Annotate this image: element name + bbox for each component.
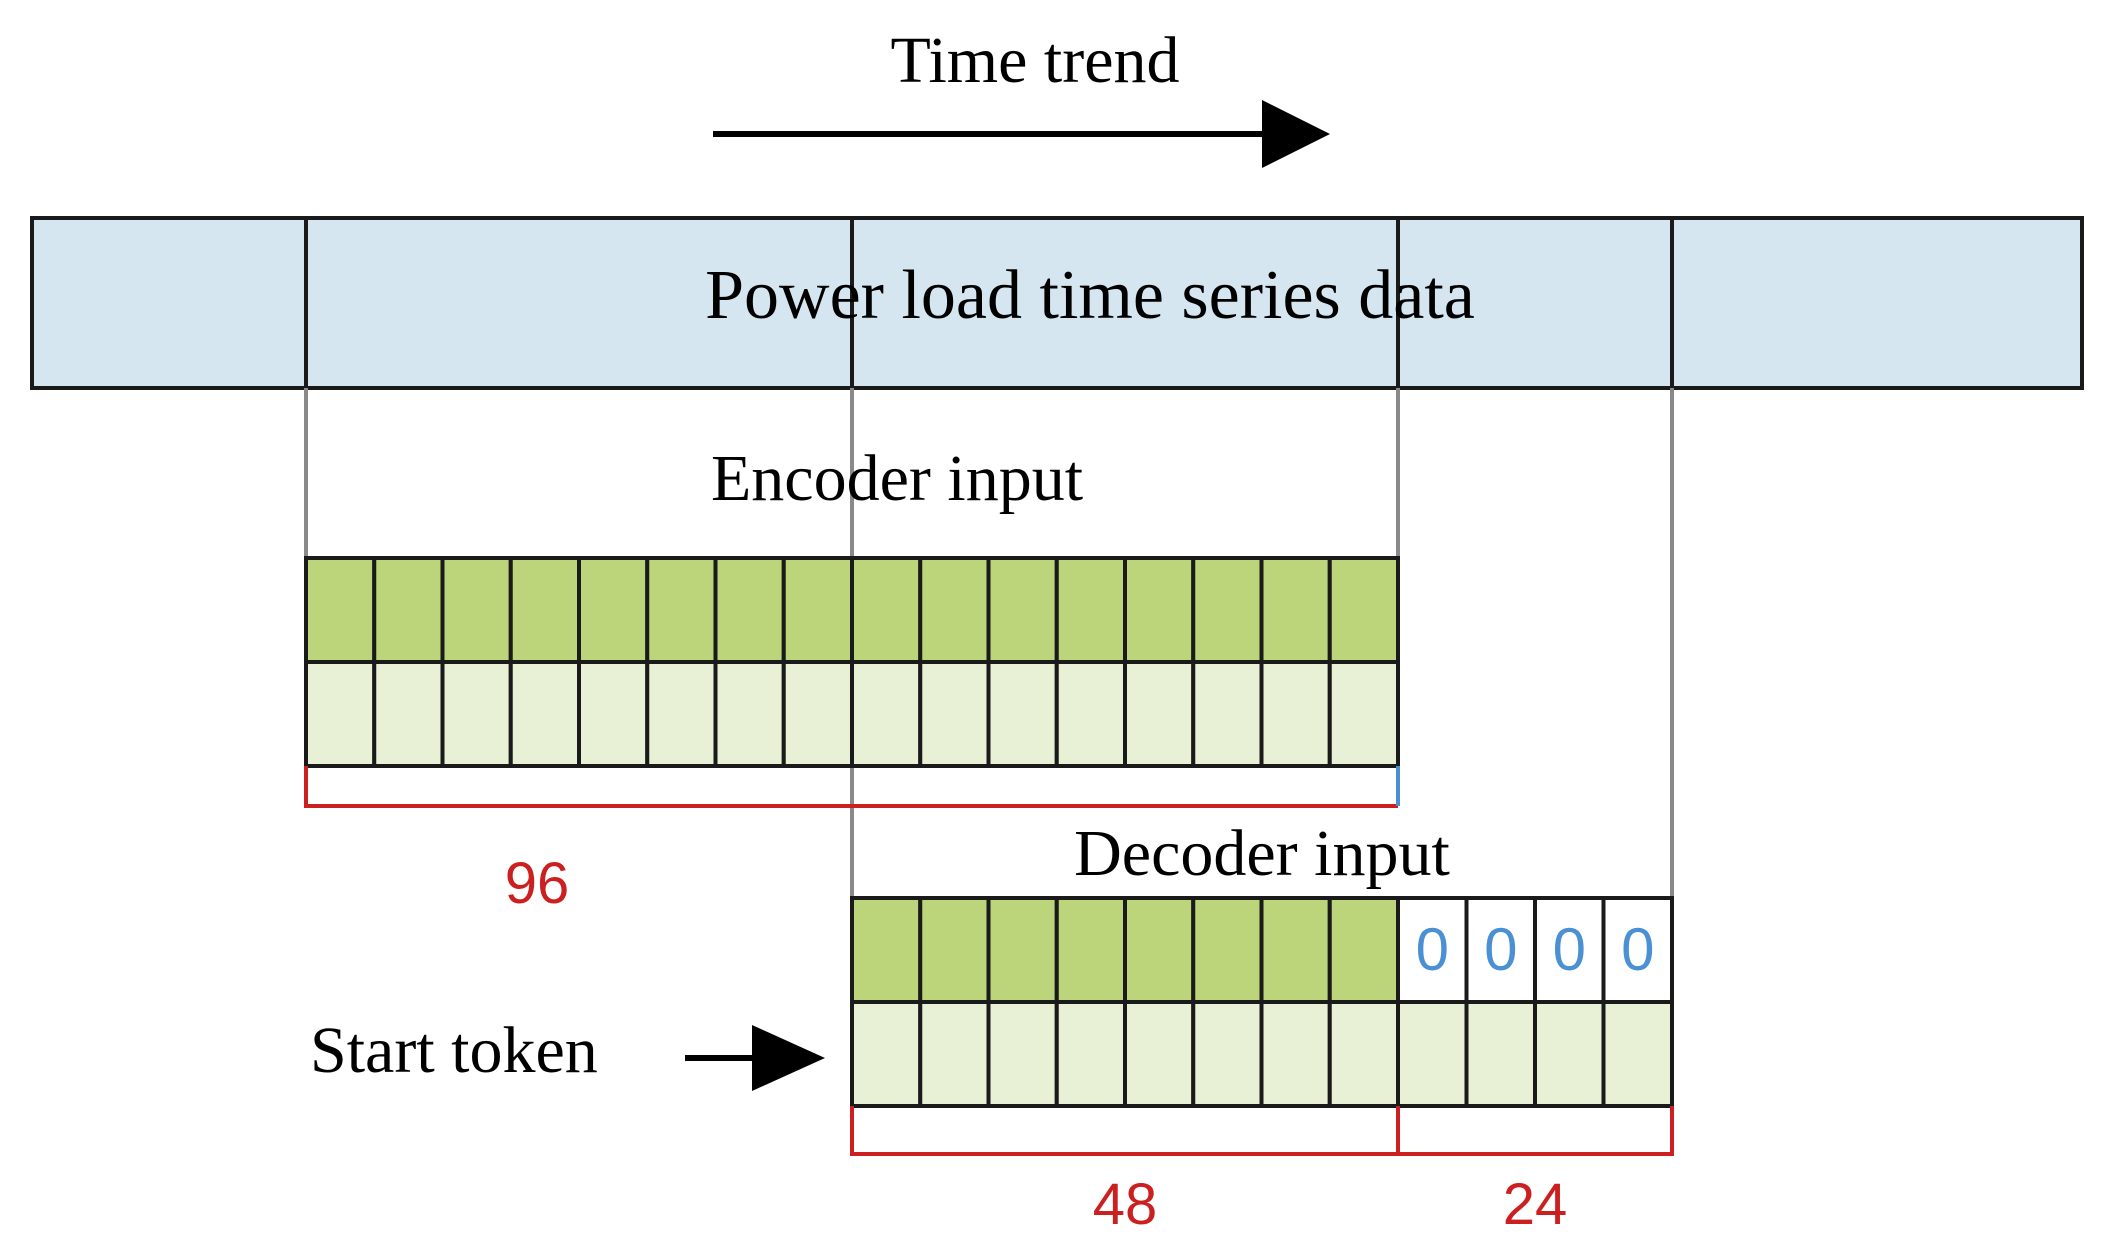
decoder-token-cell-bottom: [1123, 1000, 1196, 1108]
encoder-cell-top: [1123, 556, 1196, 664]
encoder-cell-bottom: [1123, 660, 1196, 768]
encoder-cell-top: [440, 556, 513, 664]
placeholder-zero: 0: [1553, 916, 1586, 983]
encoder-cell-top: [645, 556, 718, 664]
encoder-cell-bottom: [986, 660, 1059, 768]
encoder-cell-bottom: [850, 660, 923, 768]
prediction-bracket-line: [1398, 1106, 1674, 1156]
encoder-cell-top: [986, 556, 1059, 664]
encoder-cell-bottom: [440, 660, 513, 768]
encoder-cell-bottom: [713, 660, 786, 768]
decoder-token-cell-bottom: [1054, 1000, 1127, 1108]
encoder-cell-bottom: [1191, 660, 1264, 768]
encoder-cell-top: [1191, 556, 1264, 664]
series-bar-group: Power load time series data: [30, 216, 2084, 390]
placeholder-zero: 0: [1621, 916, 1654, 983]
decoder-token-cell-bottom: [1327, 1000, 1400, 1108]
encoder-cell-bottom: [781, 660, 854, 768]
encoder-cell-top: [713, 556, 786, 664]
encoder-bracket-line: [304, 766, 1398, 808]
encoder-cell-bottom: [1259, 660, 1332, 768]
start-token-label: Start token: [310, 1014, 598, 1087]
time-trend-group: Time trend: [713, 24, 1330, 168]
encoder-cell-bottom: [1054, 660, 1127, 768]
start-token-group: Start token: [310, 1014, 825, 1091]
decoder-prediction-cell-bottom: [1533, 1000, 1606, 1108]
decoder-token-cell-top: [1191, 896, 1264, 1004]
time-trend-label: Time trend: [890, 24, 1179, 97]
start-token-length-label: 48: [1093, 1172, 1158, 1237]
decoder-prediction-cell-bottom: [1396, 1000, 1469, 1108]
encoder-cell-bottom: [577, 660, 650, 768]
encoder-length-label: 96: [505, 851, 570, 916]
encoder-cell-top: [304, 556, 377, 664]
encoder-input-label: Encoder input: [711, 442, 1083, 515]
decoder-token-cell-bottom: [986, 1000, 1059, 1108]
encoder-cell-top: [577, 556, 650, 664]
encoder-cell-bottom: [508, 660, 581, 768]
time-trend-arrowhead: [1262, 100, 1330, 168]
decoder-input-label: Decoder input: [1074, 817, 1450, 890]
decoder-token-cell-bottom: [1259, 1000, 1332, 1108]
encoder-cell-top: [508, 556, 581, 664]
decoder-token-cell-bottom: [918, 1000, 991, 1108]
decoder-token-cell-top: [986, 896, 1059, 1004]
encoder-cell-bottom: [304, 660, 377, 768]
decoder-token-cell-top: [1327, 896, 1400, 1004]
decoder-token-cell-top: [1123, 896, 1196, 1004]
decoder-prediction-cell-bottom: [1464, 1000, 1537, 1108]
decoder-token-cell-top: [918, 896, 991, 1004]
encoder-bracket: 96: [304, 766, 1400, 916]
placeholder-zero: 0: [1484, 916, 1517, 983]
decoder-token-cell-top: [1259, 896, 1332, 1004]
decoder-token-cell-top: [1054, 896, 1127, 1004]
encoder-cell-top: [918, 556, 991, 664]
decoder-prediction-cell-bottom: [1601, 1000, 1674, 1108]
encoder-cell-top: [850, 556, 923, 664]
series-bar-label: Power load time series data: [705, 257, 1475, 334]
series-bar: [30, 216, 2084, 390]
prediction-length-label: 24: [1503, 1172, 1568, 1237]
encoder-cell-top: [1327, 556, 1400, 664]
decoder-placeholder-cell: [1601, 896, 1674, 1004]
start-token-bracket-line: [850, 1106, 1400, 1156]
encoder-cell-bottom: [1327, 660, 1400, 768]
placeholder-zero: 0: [1416, 916, 1449, 983]
encoder-cell-top: [781, 556, 854, 664]
encoder-cell-bottom: [645, 660, 718, 768]
start-token-arrowhead: [752, 1025, 825, 1091]
encoder-cell-top: [1054, 556, 1127, 664]
encoder-cell-top: [372, 556, 445, 664]
encoder-cell-bottom: [372, 660, 445, 768]
encoder-cell-top: [1259, 556, 1332, 664]
decoder-token-cell-bottom: [850, 1000, 923, 1108]
decoder-token-cell-bottom: [1191, 1000, 1264, 1108]
decoder-brackets: 48 24: [850, 1106, 1674, 1237]
encoder-grid: [304, 556, 1400, 768]
encoder-cell-bottom: [918, 660, 991, 768]
decoder-token-cell-top: [850, 896, 923, 1004]
